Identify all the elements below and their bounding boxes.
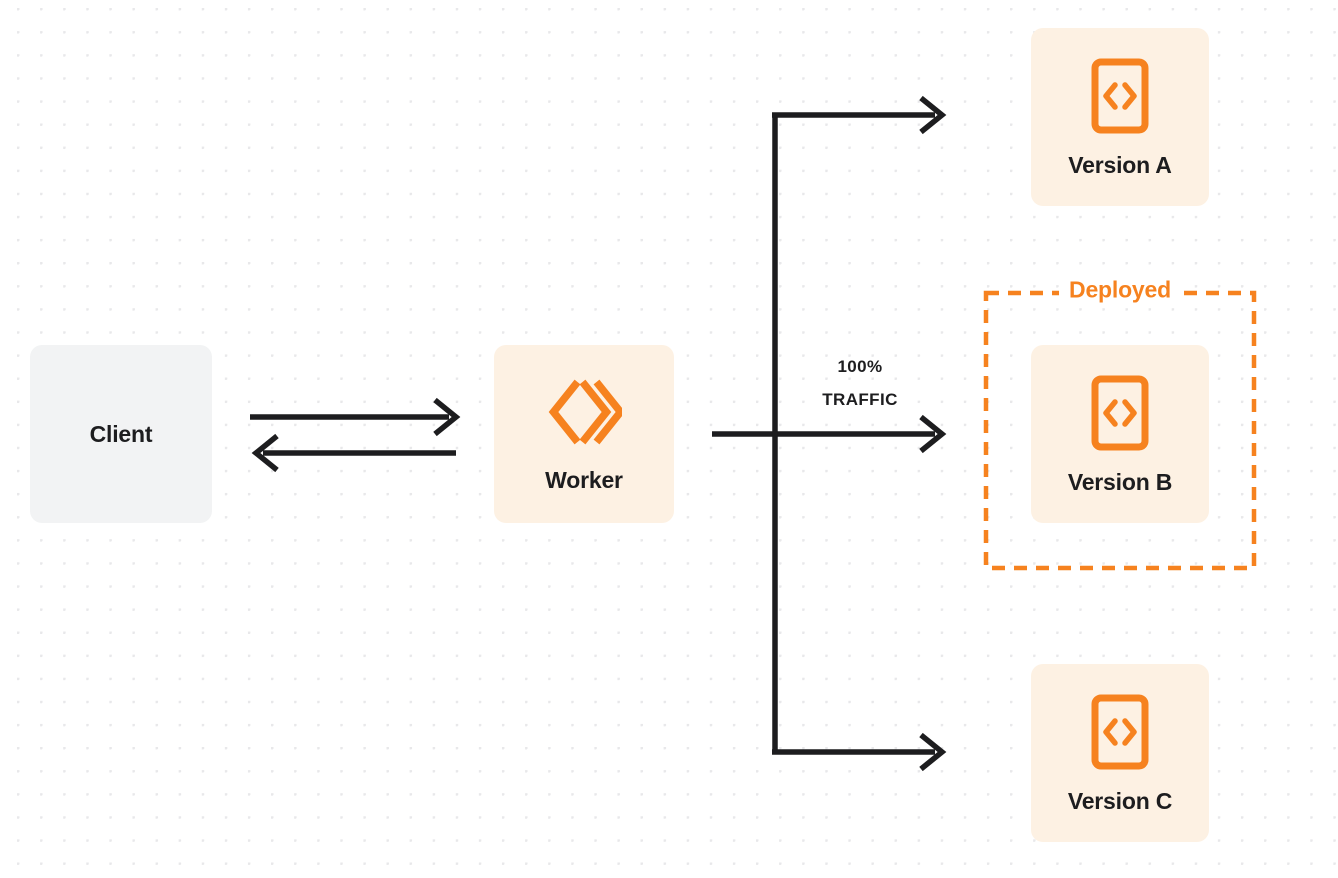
code-file-icon (1091, 694, 1149, 770)
code-file-icon (1091, 375, 1149, 451)
node-worker[interactable]: Worker (494, 345, 674, 523)
node-version-b[interactable]: Version B (1031, 345, 1209, 523)
version-c-label: Version C (1067, 787, 1173, 814)
arrow-to-version-a (772, 95, 947, 135)
node-version-a[interactable]: Version A (1031, 28, 1209, 206)
deployed-dashed-border (983, 290, 1257, 571)
arrow-to-version-c (772, 732, 947, 772)
deployed-group: Deployed (983, 278, 1257, 571)
version-a-label: Version A (1068, 151, 1172, 178)
connector-worker-trunk (712, 414, 947, 454)
node-version-c[interactable]: Version C (1031, 664, 1209, 842)
arrow-client-to-worker (250, 397, 461, 437)
worker-label: Worker (545, 466, 623, 493)
traffic-unit: TRAFFIC (822, 390, 898, 410)
traffic-percent: 100% (837, 357, 883, 376)
arrow-worker-to-client (251, 433, 456, 473)
deployed-badge-label: Deployed (1059, 278, 1181, 302)
code-file-icon (1091, 58, 1149, 134)
cloudflare-workers-logo-icon (546, 377, 626, 447)
version-b-label: Version B (1067, 468, 1173, 495)
traffic-label: 100% TRAFFIC (786, 350, 934, 416)
client-label: Client (89, 420, 153, 447)
node-client[interactable]: Client (30, 345, 212, 523)
